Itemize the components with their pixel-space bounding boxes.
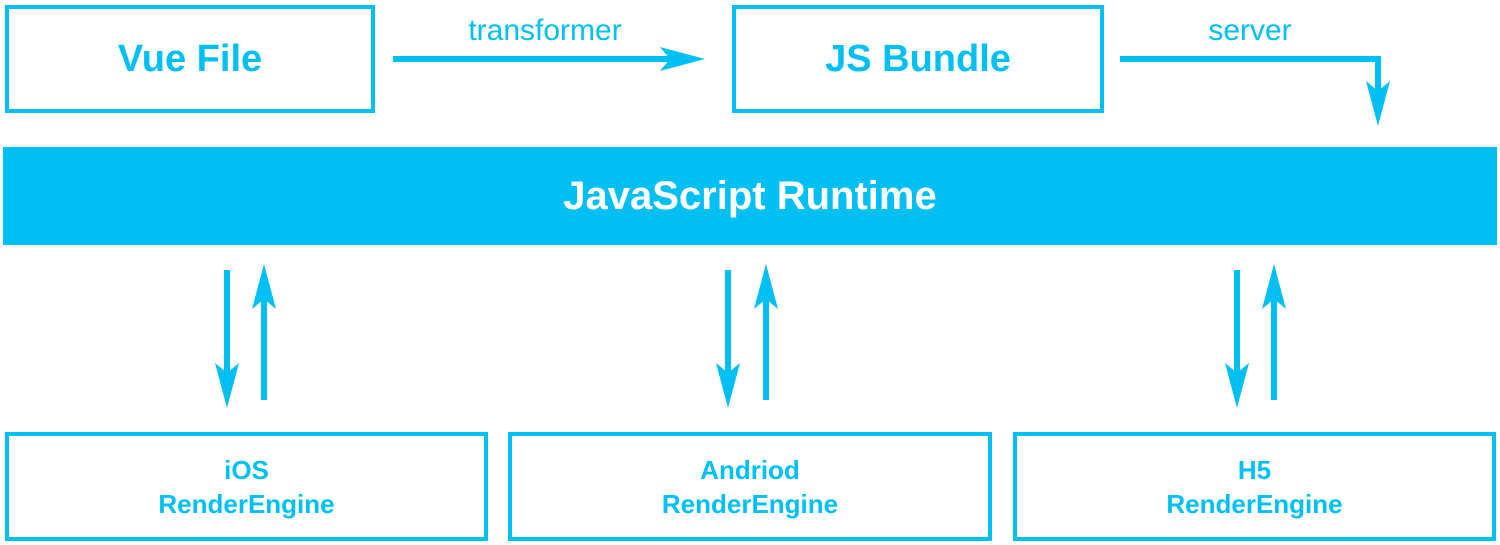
ios-render-engine-node: iOS RenderEngine <box>5 432 488 541</box>
javascript-runtime-bar: JavaScript Runtime <box>3 147 1497 245</box>
ios-down-arrow <box>215 270 239 408</box>
server-arrow <box>1120 56 1390 126</box>
h5-render-engine-node: H5 RenderEngine <box>1013 432 1496 541</box>
h5-label: H5 <box>1237 454 1272 485</box>
js-bundle-label: JS Bundle <box>825 37 1011 80</box>
js-bundle-node: JS Bundle <box>732 5 1104 113</box>
android-label: Andriod <box>700 454 800 485</box>
h5-render-engine-label: RenderEngine <box>1166 488 1343 519</box>
android-up-arrow <box>754 264 778 400</box>
server-edge-label: server <box>1208 14 1292 47</box>
android-render-engine-label: RenderEngine <box>661 488 839 519</box>
vue-file-label: Vue File <box>117 37 263 80</box>
android-render-engine-node: Andriod RenderEngine <box>508 432 992 541</box>
h5-up-arrow <box>1262 264 1286 400</box>
transformer-arrow <box>393 47 705 71</box>
ios-up-arrow <box>252 264 276 400</box>
ios-label: iOS <box>224 454 269 485</box>
vue-file-node: Vue File <box>5 5 375 113</box>
javascript-runtime-label: JavaScript Runtime <box>563 173 937 218</box>
transformer-edge-label: transformer <box>468 14 622 47</box>
ios-render-engine-label: RenderEngine <box>158 488 335 519</box>
h5-down-arrow <box>1225 270 1249 408</box>
android-down-arrow <box>716 270 740 408</box>
